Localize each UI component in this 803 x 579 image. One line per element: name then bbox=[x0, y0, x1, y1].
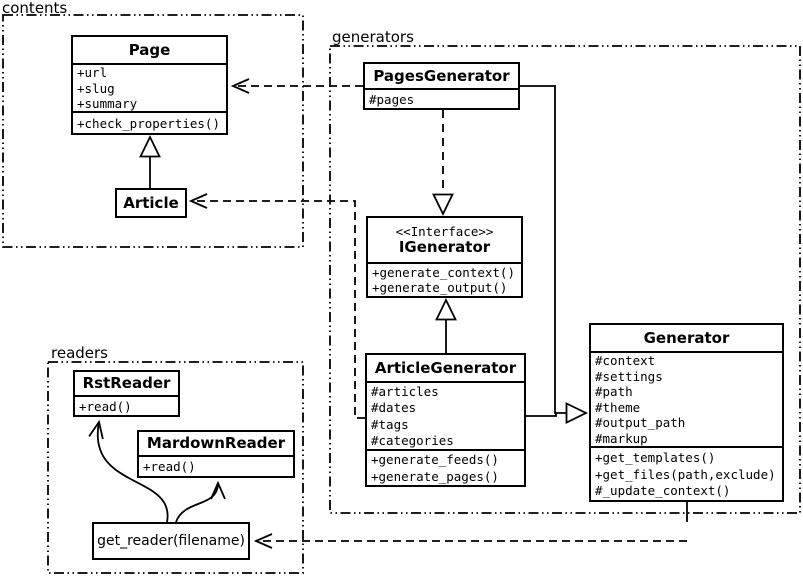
methods-igenerator: +generate_context() +generate_output() bbox=[368, 262, 521, 296]
attribute: #dates bbox=[371, 400, 417, 416]
methods-markdown-reader: +read() bbox=[139, 455, 293, 476]
class-box-pages-generator: PagesGenerator #pages bbox=[363, 62, 520, 110]
method: +check_properties() bbox=[77, 115, 220, 131]
methods-page: +check_properties() bbox=[73, 111, 226, 133]
class-box-igenerator: <<Interface>> IGenerator +generate_conte… bbox=[366, 216, 523, 298]
method: +get_templates() bbox=[595, 449, 716, 465]
attribute: #theme bbox=[595, 399, 641, 415]
inheritance-arrow-pagesgenerator-to-generator bbox=[520, 85, 589, 424]
method: +read() bbox=[143, 459, 196, 474]
attribute: #path bbox=[595, 384, 633, 400]
class-name-markdown-reader: MardownReader bbox=[146, 434, 286, 452]
inheritance-join-articlegenerator-to-generator bbox=[526, 413, 557, 417]
class-box-rst-reader: RstReader +read() bbox=[73, 370, 180, 417]
method: +generate_pages() bbox=[371, 468, 499, 484]
function-name-get-reader: get_reader(filename) bbox=[97, 533, 245, 549]
class-box-article: Article bbox=[115, 188, 187, 218]
method: #_update_context() bbox=[595, 483, 731, 499]
curved-arrow-get-reader-to-markdownreader bbox=[175, 480, 226, 523]
class-name-page: Page bbox=[128, 40, 171, 59]
method: +get_files(path,exclude) bbox=[595, 466, 776, 482]
attributes-article-generator: #articles #dates #tags #categories bbox=[367, 381, 524, 449]
class-box-page: Page +url +slug +summary +check_properti… bbox=[71, 35, 228, 135]
attribute: #markup bbox=[595, 430, 648, 446]
attribute: #tags bbox=[371, 416, 409, 432]
class-name-rst-reader: RstReader bbox=[82, 374, 171, 392]
method: +generate_output() bbox=[372, 280, 508, 296]
attribute: +slug bbox=[77, 80, 115, 96]
class-box-article-generator: ArticleGenerator #articles #dates #tags … bbox=[365, 353, 526, 487]
attributes-page: +url +slug +summary bbox=[73, 63, 226, 111]
methods-rst-reader: +read() bbox=[75, 395, 178, 415]
attribute: #context bbox=[595, 353, 656, 369]
dependency-arrow-articlegenerator-to-article bbox=[188, 193, 365, 419]
methods-article-generator: +generate_feeds() +generate_pages() bbox=[367, 449, 524, 485]
class-box-markdown-reader: MardownReader +read() bbox=[137, 430, 295, 478]
package-label-readers: readers bbox=[51, 344, 108, 362]
class-name-igenerator: <<Interface>> IGenerator bbox=[368, 218, 521, 262]
class-name-generator: Generator bbox=[643, 328, 730, 347]
class-name-pages-generator: PagesGenerator bbox=[373, 66, 510, 85]
attribute: #pages bbox=[369, 91, 415, 107]
stereotype-interface: <<Interface>> bbox=[395, 224, 494, 239]
attribute: #categories bbox=[371, 432, 454, 448]
attributes-pages-generator: #pages bbox=[365, 88, 518, 108]
class-box-generator: Generator #context #settings #path #them… bbox=[589, 323, 784, 502]
method: +read() bbox=[79, 398, 132, 414]
class-name-article-generator: ArticleGenerator bbox=[374, 358, 517, 377]
function-box-get-reader: get_reader(filename) bbox=[92, 522, 250, 560]
method: +generate_feeds() bbox=[371, 452, 499, 468]
package-label-generators: generators bbox=[332, 28, 414, 46]
class-name-text: IGenerator bbox=[398, 238, 491, 256]
package-label-contents: contents bbox=[2, 0, 68, 17]
attribute: +url bbox=[77, 65, 108, 81]
attribute: #output_path bbox=[595, 415, 686, 431]
attribute: #settings bbox=[595, 368, 663, 384]
attribute: #articles bbox=[371, 384, 439, 400]
methods-generator: +get_templates() +get_files(path,exclude… bbox=[591, 446, 782, 500]
attributes-generator: #context #settings #path #theme #output_… bbox=[591, 351, 782, 446]
method: +generate_context() bbox=[372, 264, 515, 280]
attribute: +summary bbox=[77, 95, 138, 111]
class-name-article: Article bbox=[123, 193, 179, 212]
